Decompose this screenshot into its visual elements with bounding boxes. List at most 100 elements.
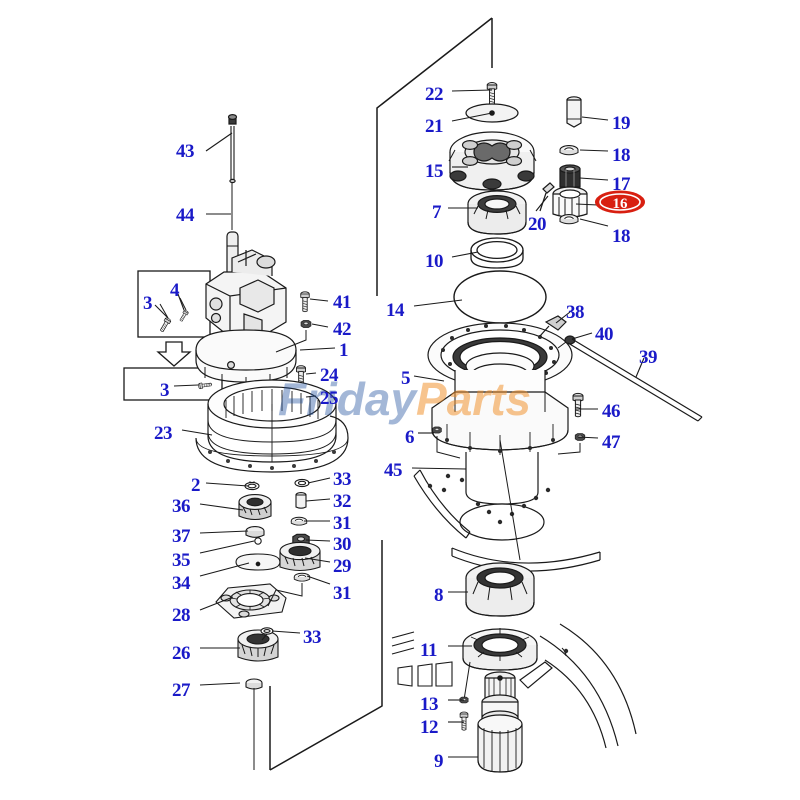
leader-line-45 — [411, 467, 467, 470]
part-32-pin — [295, 492, 307, 509]
callout-label-23: 23 — [154, 423, 173, 444]
part-33-snapring — [294, 478, 310, 488]
part-6-fastener — [432, 426, 461, 459]
callout-label-7: 7 — [432, 202, 442, 223]
part-14-seal — [453, 270, 547, 324]
part-27-cap — [245, 678, 263, 690]
leader-line-37 — [199, 530, 249, 534]
leader-line-18 — [579, 149, 609, 152]
part-16-collar-highlighted — [552, 186, 588, 219]
callout-label-3: 3 — [143, 293, 153, 314]
callout-label-46: 46 — [602, 401, 621, 422]
part-34-plate — [235, 553, 281, 571]
leader-line-28 — [199, 596, 234, 611]
part-19-pin — [566, 96, 582, 128]
callout-label-35: 35 — [172, 550, 191, 571]
callout-label-5: 5 — [401, 368, 411, 389]
callout-label-34: 34 — [172, 573, 191, 594]
leader-line-38 — [555, 311, 571, 324]
part-18-washer — [559, 145, 579, 156]
part-17-bushing — [559, 164, 581, 188]
callout-label-15: 15 — [425, 161, 444, 182]
callout-label-39: 39 — [639, 347, 658, 368]
part-8-bearing — [465, 562, 535, 617]
callout-label-28: 28 — [172, 605, 191, 626]
callout-label-21: 21 — [425, 116, 444, 137]
leader-line-35 — [199, 540, 255, 554]
leader-line-40 — [571, 332, 593, 340]
part-15-coupling — [448, 131, 537, 191]
callout-label-33: 33 — [333, 469, 352, 490]
callout-label-41: 41 — [333, 292, 352, 313]
leader-line-10 — [451, 251, 479, 258]
leader-line-16 — [575, 203, 599, 206]
part-11-bearing — [462, 628, 538, 701]
callout-label-33: 33 — [303, 627, 322, 648]
callout-label-43: 43 — [176, 141, 195, 162]
callout-label-20: 20 — [528, 214, 547, 235]
callout-label-14: 14 — [386, 300, 405, 321]
leader-line-18 — [579, 218, 609, 227]
part-31b-washer — [293, 572, 311, 582]
callout-label-29: 29 — [333, 556, 352, 577]
callout-label-12: 12 — [420, 717, 439, 738]
leader-line-39 — [635, 357, 645, 378]
part-39-rod — [567, 338, 703, 422]
callout-label-9: 9 — [434, 751, 444, 772]
callout-label-27: 27 — [172, 680, 191, 701]
part-7-bearing — [467, 190, 527, 235]
callout-label-1: 1 — [339, 340, 349, 361]
part-23-ring-gear — [195, 379, 349, 473]
part-1-swing-motor — [195, 249, 297, 388]
leader-line-30 — [305, 539, 331, 542]
leader-line-31 — [306, 575, 331, 585]
part-22-bolt — [486, 82, 498, 106]
callout-label-45: 45 — [384, 460, 403, 481]
callout-label-40: 40 — [595, 324, 614, 345]
leader-line-14 — [413, 299, 463, 307]
leader-line-24 — [305, 372, 317, 375]
callout-label-30: 30 — [333, 534, 352, 555]
callout-label-31: 31 — [333, 583, 352, 604]
leader-line-4 — [177, 293, 185, 311]
callout-label-2: 2 — [191, 475, 201, 496]
leader-line-19 — [581, 116, 609, 121]
part-9-shaft — [477, 671, 523, 773]
part-2-snapring — [244, 481, 260, 491]
leader-line-36 — [199, 503, 244, 511]
part-33b-snapring — [260, 627, 274, 635]
callout-label-32: 32 — [333, 491, 352, 512]
parts-13-12-fasteners — [459, 696, 469, 731]
callout-label-18: 18 — [612, 145, 631, 166]
leader-line-41 — [309, 298, 329, 302]
leader-line-23 — [181, 429, 213, 436]
callout-label-17: 17 — [612, 174, 631, 195]
callout-label-19: 19 — [612, 113, 631, 134]
callout-label-22: 22 — [425, 84, 444, 105]
leader-line-29 — [304, 557, 331, 563]
small-parts-mid-column — [260, 478, 321, 641]
leader-line-32 — [305, 498, 331, 502]
leader-line-33 — [271, 630, 301, 634]
small-parts-left-column — [215, 481, 287, 770]
callout-label-38: 38 — [566, 302, 585, 323]
callout-label-18: 18 — [612, 226, 631, 247]
leader-line-33 — [307, 477, 331, 484]
leader-line-27 — [199, 682, 241, 686]
part-26-bearing — [237, 629, 279, 662]
part-10-ring — [470, 237, 524, 269]
reference-shims — [391, 631, 453, 687]
leader-line-25 — [305, 395, 317, 398]
callout-label-24: 24 — [320, 365, 339, 386]
callout-label-47: 47 — [602, 432, 621, 453]
part-37-cap — [245, 526, 265, 538]
part-5-swing-gearbox — [427, 322, 573, 541]
callout-label-10: 10 — [425, 251, 444, 272]
leader-lines — [154, 89, 645, 758]
leader-line-2 — [205, 482, 249, 487]
callout-label-31: 31 — [333, 513, 352, 534]
callout-label-36: 36 — [172, 496, 191, 517]
part-18b-washer — [559, 214, 579, 225]
leader-line-42 — [311, 323, 329, 328]
leader-line-3 — [154, 304, 169, 319]
